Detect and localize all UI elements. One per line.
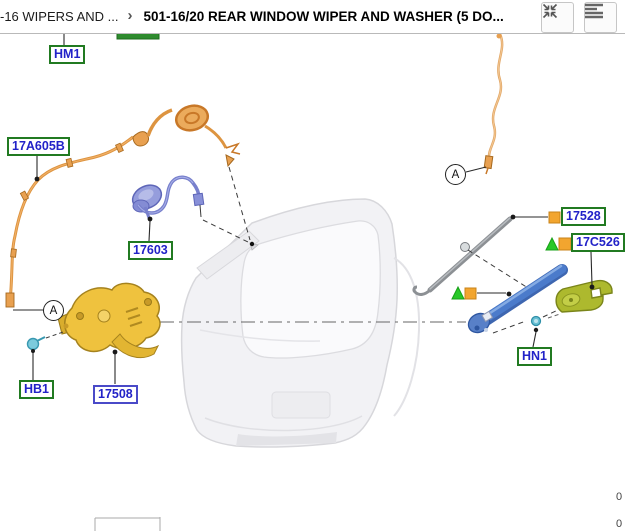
centerline [160, 313, 561, 323]
green-triangle-marker [451, 236, 559, 300]
parts-list-button[interactable] [584, 2, 617, 33]
grommet-HB1[interactable] [26, 336, 46, 351]
callout-17603[interactable]: 17603 [128, 241, 173, 260]
arm-alignment-dashed [467, 249, 529, 289]
list-lines-icon [585, 3, 603, 19]
callout-HM1[interactable]: HM1 [49, 45, 86, 64]
breadcrumb-parent[interactable]: -16 WIPERS AND ... [0, 9, 119, 24]
callout-HN1[interactable]: HN1 [517, 347, 553, 366]
collapse-view-button[interactable] [541, 2, 574, 33]
jet-location-leaders [199, 166, 255, 247]
view-marker-a-left: A [43, 300, 64, 321]
wiper-arm-blue[interactable] [465, 264, 568, 336]
clipped-value-bottom: 0 [616, 518, 623, 530]
top-bar: -16 WIPERS AND ... › 501-16/20 REAR WIND… [0, 0, 625, 34]
wiper-arm-17528[interactable] [412, 216, 513, 296]
callout-HB1[interactable]: HB1 [19, 380, 55, 399]
pivot-alignment-dashed [492, 308, 561, 334]
collapse-arrows-icon [542, 3, 558, 19]
wiper-motor-17508[interactable] [57, 282, 161, 358]
washer-hose-right[interactable] [483, 33, 504, 175]
pivot-cap-17C526[interactable] [555, 279, 613, 313]
page-title: 501-16/20 REAR WINDOW WIPER AND WASHER (… [143, 9, 504, 24]
callout-17508[interactable]: 17508 [93, 385, 138, 404]
leader-hb1-dashed [45, 330, 67, 339]
hose-connector-assembly[interactable] [132, 102, 241, 168]
washer-hose-grommet-17603[interactable] [129, 175, 205, 219]
clipped-bottom-panel [94, 517, 161, 531]
clipped-value-top: 0 [616, 491, 623, 503]
liftgate-outline [180, 198, 421, 448]
washer-hose-17A605B[interactable] [5, 135, 134, 308]
breadcrumb: -16 WIPERS AND ... › 501-16/20 REAR WIND… [0, 0, 504, 33]
callout-leaders [32, 34, 593, 384]
callout-17C526[interactable]: 17C526 [571, 233, 625, 252]
leader-view-a-right [465, 166, 487, 173]
nut-HN1[interactable] [530, 315, 542, 327]
callout-17A605B[interactable]: 17A605B [7, 137, 70, 156]
view-marker-a-right: A [445, 164, 466, 185]
orange-square-marker [464, 211, 572, 300]
callout-dots [31, 176, 595, 355]
callout-17528[interactable]: 17528 [561, 207, 606, 226]
chevron-right-icon: › [127, 7, 133, 24]
